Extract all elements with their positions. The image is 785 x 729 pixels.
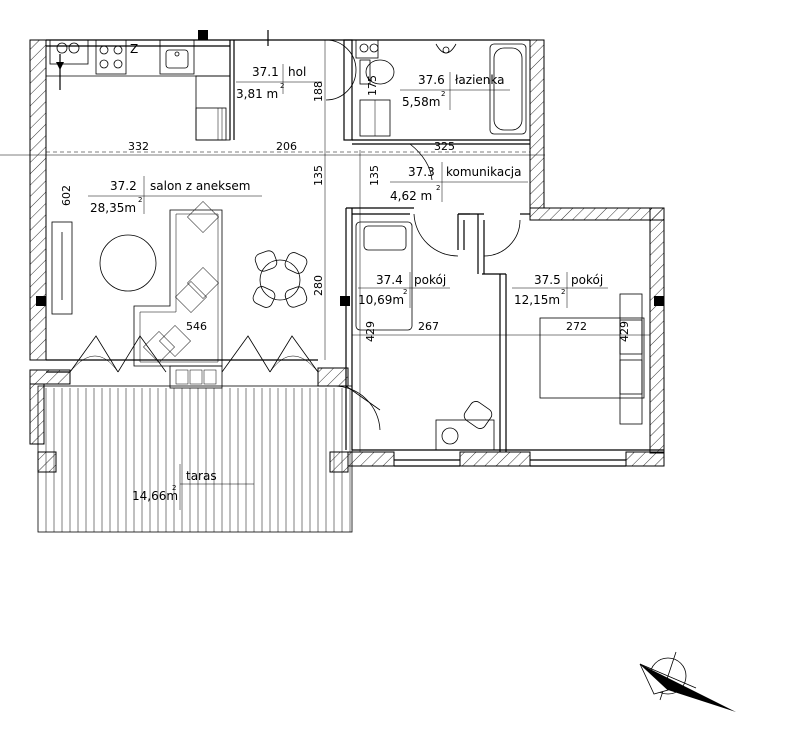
svg-text:3,81 m: 3,81 m xyxy=(236,87,278,101)
north-arrow-icon xyxy=(639,651,736,712)
bedroom-furniture xyxy=(355,221,645,451)
room-37-5-label: 37.5 pokój 12,15m 2 xyxy=(512,272,608,308)
svg-text:pokój: pokój xyxy=(414,273,446,287)
svg-text:14,66m: 14,66m xyxy=(132,489,178,503)
svg-text:188: 188 xyxy=(312,81,325,102)
svg-text:10,69m: 10,69m xyxy=(358,293,404,307)
room-37-2-label: 37.2 salon z aneksem 28,35m 2 xyxy=(88,176,262,215)
bathroom-fixtures xyxy=(355,39,527,137)
svg-text:546: 546 xyxy=(186,320,207,333)
svg-text:pokój: pokój xyxy=(571,273,603,287)
svg-text:2: 2 xyxy=(280,82,284,90)
svg-text:salon z aneksem: salon z aneksem xyxy=(150,179,250,193)
svg-text:267: 267 xyxy=(418,320,439,333)
svg-text:2: 2 xyxy=(403,288,407,296)
svg-text:135: 135 xyxy=(312,165,325,186)
svg-text:5,58m: 5,58m xyxy=(402,95,440,109)
svg-text:37.2: 37.2 xyxy=(110,179,137,193)
svg-text:2: 2 xyxy=(436,184,440,192)
dimensions: 332 206 325 602 188 175 135 135 546 280 … xyxy=(60,75,631,342)
svg-text:2: 2 xyxy=(441,90,445,98)
terrace-label: taras 14,66m 2 xyxy=(132,469,217,503)
svg-text:429: 429 xyxy=(364,321,377,342)
svg-text:2: 2 xyxy=(138,196,142,204)
svg-text:2: 2 xyxy=(172,484,176,492)
svg-text:28,35m: 28,35m xyxy=(90,201,136,215)
exterior-walls xyxy=(29,39,665,473)
interior-walls xyxy=(46,39,664,467)
svg-text:135: 135 xyxy=(368,165,381,186)
svg-text:2: 2 xyxy=(561,288,565,296)
terrace-boards xyxy=(45,388,351,532)
svg-text:429: 429 xyxy=(618,321,631,342)
room-37-1-label: 37.1 hol 3,81 m 2 xyxy=(236,64,322,101)
doors xyxy=(69,39,521,431)
window-markers xyxy=(36,30,664,306)
svg-text:4,62 m: 4,62 m xyxy=(390,189,432,203)
grid-lines xyxy=(0,40,650,452)
svg-text:206: 206 xyxy=(276,140,297,153)
svg-text:332: 332 xyxy=(128,140,149,153)
svg-text:37.1: 37.1 xyxy=(252,65,279,79)
room-37-4-label: 37.4 pokój 10,69m 2 xyxy=(358,272,450,308)
svg-text:272: 272 xyxy=(566,320,587,333)
svg-text:280: 280 xyxy=(312,275,325,296)
living-room-furniture xyxy=(51,201,308,389)
room-labels: 37.1 hol 3,81 m 2 37.6 łazienka 5,58m 2 … xyxy=(88,64,608,503)
svg-text:komunikacja: komunikacja xyxy=(446,165,521,179)
svg-text:37.5: 37.5 xyxy=(534,273,561,287)
svg-text:hol: hol xyxy=(288,65,306,79)
room-37-3-label: 37.3 komunikacja 4,62 m 2 xyxy=(390,162,528,203)
svg-text:37.4: 37.4 xyxy=(376,273,403,287)
svg-text:325: 325 xyxy=(434,140,455,153)
svg-text:175: 175 xyxy=(366,75,379,96)
kitchen-marker: Z xyxy=(130,42,138,56)
svg-text:taras: taras xyxy=(186,469,217,483)
svg-text:12,15m: 12,15m xyxy=(514,293,560,307)
terrace xyxy=(37,385,353,533)
svg-text:602: 602 xyxy=(60,185,73,206)
room-37-6-label: 37.6 łazienka 5,58m 2 xyxy=(400,72,510,110)
svg-text:37.6: 37.6 xyxy=(418,73,445,87)
svg-text:37.3: 37.3 xyxy=(408,165,435,179)
svg-text:łazienka: łazienka xyxy=(455,73,504,87)
kitchen-fixtures: Z xyxy=(46,30,269,141)
